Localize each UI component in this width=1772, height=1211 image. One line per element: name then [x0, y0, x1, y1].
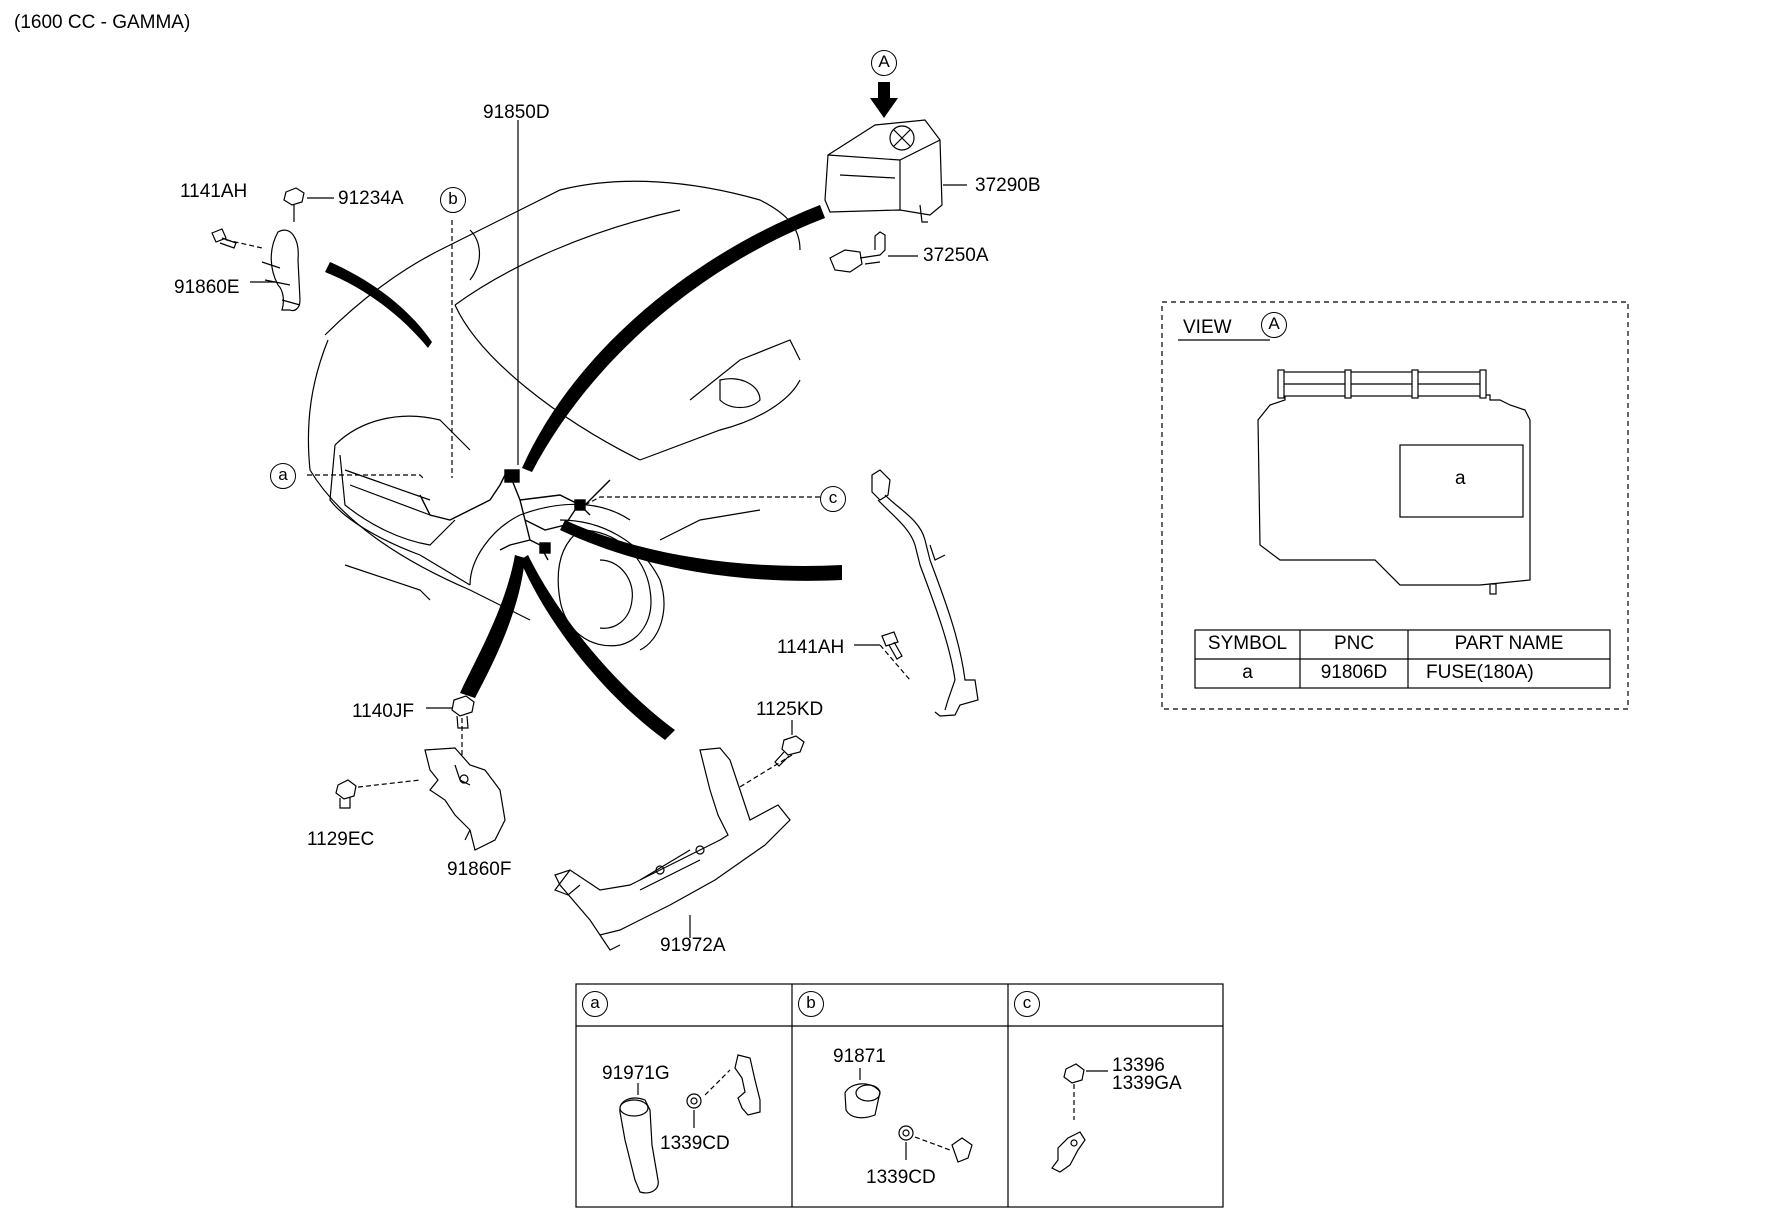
- junction-box-37290B: [824, 119, 943, 223]
- part-label-37290B: 37290B: [975, 175, 1041, 196]
- table-header-symbol: SYMBOL: [1207, 633, 1288, 654]
- view-A-marker: A: [1261, 312, 1287, 338]
- part-label-1141AH-right: 1141AH: [777, 637, 845, 658]
- part-label-1141AH-top: 1141AH: [180, 181, 248, 202]
- bolt-1140JF-icon: [451, 695, 475, 729]
- clip-1339CD-b-icon: [898, 1125, 973, 1163]
- table-cell-pnc: 91806D: [1320, 662, 1388, 683]
- part-label-91972A: 91972A: [660, 935, 726, 956]
- connector-bands: [325, 205, 842, 740]
- harness-91850D: [419, 469, 611, 561]
- callout-b-marker: b: [440, 187, 466, 213]
- fuse-box-top-view: [1257, 369, 1531, 595]
- bolt-1125KD-icon: [774, 735, 805, 767]
- table-cell-symbol: a: [1242, 662, 1253, 683]
- nut-13396-icon: [1051, 1063, 1108, 1173]
- part-label-91850D: 91850D: [483, 102, 550, 123]
- bolt-91234A-icon: [283, 187, 305, 222]
- bracket-91860E-icon: [261, 229, 301, 312]
- panel-b-marker: b: [798, 991, 824, 1017]
- view-label: VIEW: [1183, 317, 1232, 338]
- view-arrow-A: [870, 82, 898, 118]
- leader-lines: [217, 120, 967, 938]
- fuse-symbol-label: a: [1455, 468, 1466, 489]
- bolt-1141AH-top-icon: [211, 228, 237, 249]
- bracket-91860F: [424, 747, 506, 851]
- part-label-91860F: 91860F: [447, 859, 512, 880]
- engine-title: (1600 CC - GAMMA): [14, 12, 191, 33]
- detail-panels-frame: [575, 983, 1224, 1208]
- panel-a-marker: a: [582, 991, 608, 1017]
- panel-a-part-91971G: 91971G: [602, 1063, 670, 1084]
- part-label-91234A: 91234A: [338, 188, 404, 209]
- panel-b-part-91871: 91871: [833, 1046, 886, 1067]
- panel-c-marker: c: [1014, 991, 1040, 1017]
- callout-c-marker: c: [820, 486, 846, 512]
- part-label-37250A: 37250A: [923, 245, 989, 266]
- view-A-frame: [1161, 301, 1629, 710]
- parts-table: [1194, 629, 1611, 689]
- table-cell-part-name: FUSE(180A): [1426, 662, 1534, 683]
- bolt-1129EC-icon: [335, 779, 357, 809]
- grommet-91971G-icon: [619, 1083, 659, 1194]
- part-label-1125KD: 1125KD: [756, 699, 824, 720]
- panel-b-part-1339CD: 1339CD: [866, 1167, 936, 1188]
- grommet-91871-icon: [844, 1068, 881, 1119]
- table-header-part-name: PART NAME: [1454, 633, 1564, 654]
- panel-a-part-1339CD: 1339CD: [660, 1133, 730, 1154]
- fuse-slot-a: [1399, 444, 1524, 518]
- panel-c-part-1339GA: 1339GA: [1112, 1073, 1182, 1094]
- battery-cable: [871, 469, 979, 717]
- table-header-pnc: PNC: [1333, 633, 1375, 654]
- part-label-1129EC: 1129EC: [307, 829, 375, 850]
- clip-1339CD-a-icon: [686, 1054, 761, 1128]
- callout-a-marker: a: [270, 463, 296, 489]
- bolt-1141AH-right-icon: [881, 631, 903, 660]
- panel-c-part-13396: 13396: [1112, 1055, 1165, 1076]
- bracket-91972A: [554, 747, 791, 951]
- terminal-37250A: [829, 231, 886, 273]
- part-label-1140JF: 1140JF: [352, 701, 414, 722]
- part-label-91860E: 91860E: [174, 277, 240, 298]
- callout-A-marker: A: [871, 50, 897, 76]
